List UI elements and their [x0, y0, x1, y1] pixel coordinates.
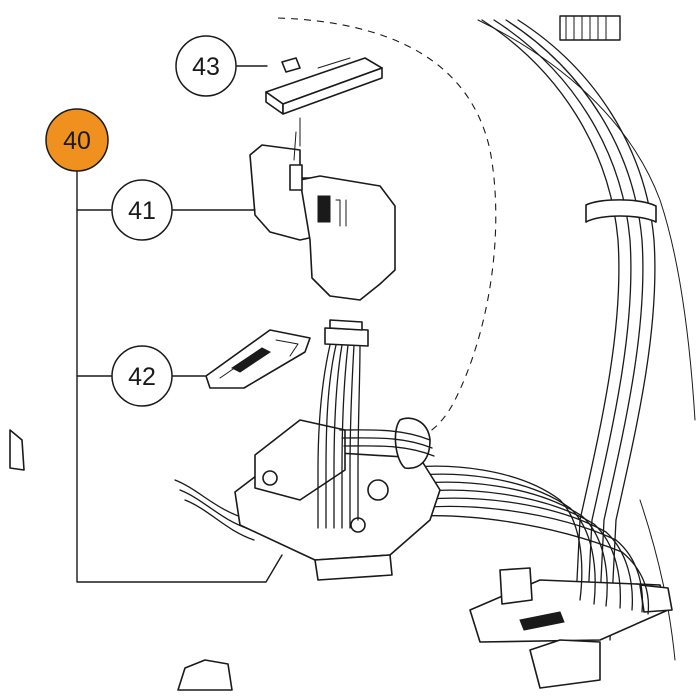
callout-40-label: 40	[63, 127, 91, 155]
gasket-plate	[205, 329, 311, 389]
wire-bundle-right	[481, 19, 657, 641]
bottom-left-part	[177, 659, 233, 691]
connector-plug	[324, 319, 369, 347]
callout-43: 43	[175, 35, 237, 97]
terminal-block	[469, 567, 673, 689]
ribbon-wires	[317, 344, 435, 529]
housing-edge	[477, 19, 696, 421]
gear-fragment	[559, 15, 621, 41]
callout-43-label: 43	[192, 53, 220, 81]
callout-42-label: 42	[128, 363, 156, 391]
housing-outline	[277, 17, 497, 446]
callout-40: 40	[45, 108, 109, 172]
callout-41: 41	[111, 179, 173, 241]
callout-42: 42	[111, 345, 173, 407]
callout-42-circle	[111, 345, 173, 407]
callout-41-circle	[111, 179, 173, 241]
switch-base	[234, 417, 441, 581]
left-edge-part	[9, 429, 25, 471]
leader-lines	[76, 65, 283, 583]
callout-43-circle	[175, 35, 237, 97]
callout-40-circle	[45, 108, 109, 172]
wire-bundle-lower	[389, 465, 650, 615]
button-cap	[265, 57, 383, 115]
callout-41-label: 41	[128, 197, 156, 225]
trigger-switch	[249, 117, 396, 301]
housing-edge-lower	[639, 499, 676, 661]
